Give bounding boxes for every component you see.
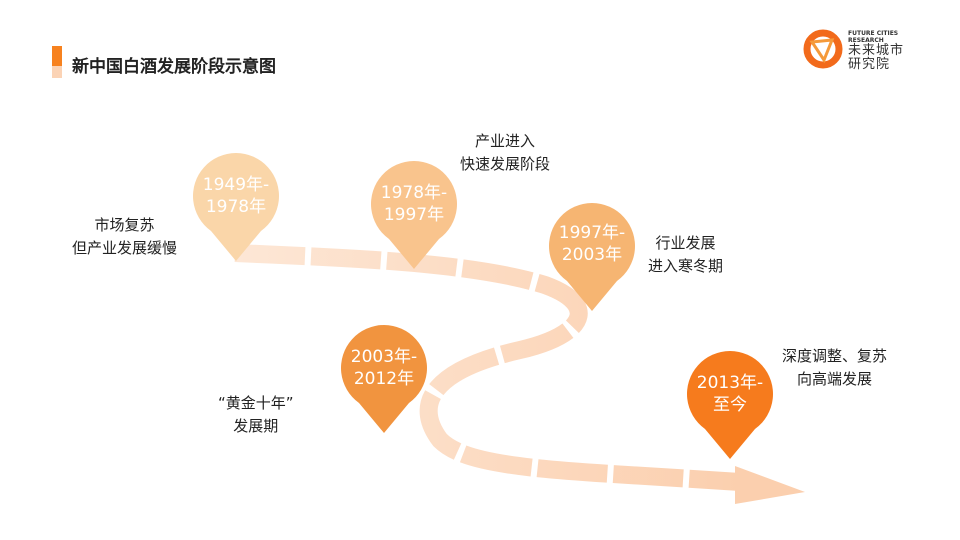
road-arrowhead: [735, 466, 805, 504]
stage-pin-3: [549, 202, 635, 311]
stage-4-period: 2003年-2012年: [350, 347, 418, 389]
stage-4-desc: “黄金十年”发展期: [218, 394, 294, 435]
stage-1-desc: 市场复苏但产业发展缓慢: [72, 216, 178, 257]
stage-2-period: 1978年-1997年: [380, 183, 448, 225]
stage-3-desc: 行业发展进入寒冬期: [648, 234, 724, 275]
stage-2-desc: 产业进入快速发展阶段: [460, 132, 551, 173]
title-accent-bar: [52, 46, 62, 66]
stage-pin-1: [193, 153, 279, 261]
stage-5-desc: 深度调整、复苏向高端发展: [782, 347, 888, 388]
stage-pin-5: [687, 350, 774, 459]
logo-text-cn: 未来城市研究院: [848, 43, 905, 72]
stage-3-period: 1997年-2003年: [558, 223, 626, 265]
stage-1-period: 1949年-1978年: [202, 175, 270, 217]
stage-pin-4: [341, 325, 427, 433]
page-title: 新中国白酒发展阶段示意图: [72, 57, 276, 77]
stage-5-period: 2013年-至今: [696, 373, 764, 415]
title-accent-bar-light: [52, 66, 62, 78]
stage-pin-2: [371, 160, 457, 269]
logo-icon: [803, 29, 843, 69]
road-path: [234, 244, 741, 491]
